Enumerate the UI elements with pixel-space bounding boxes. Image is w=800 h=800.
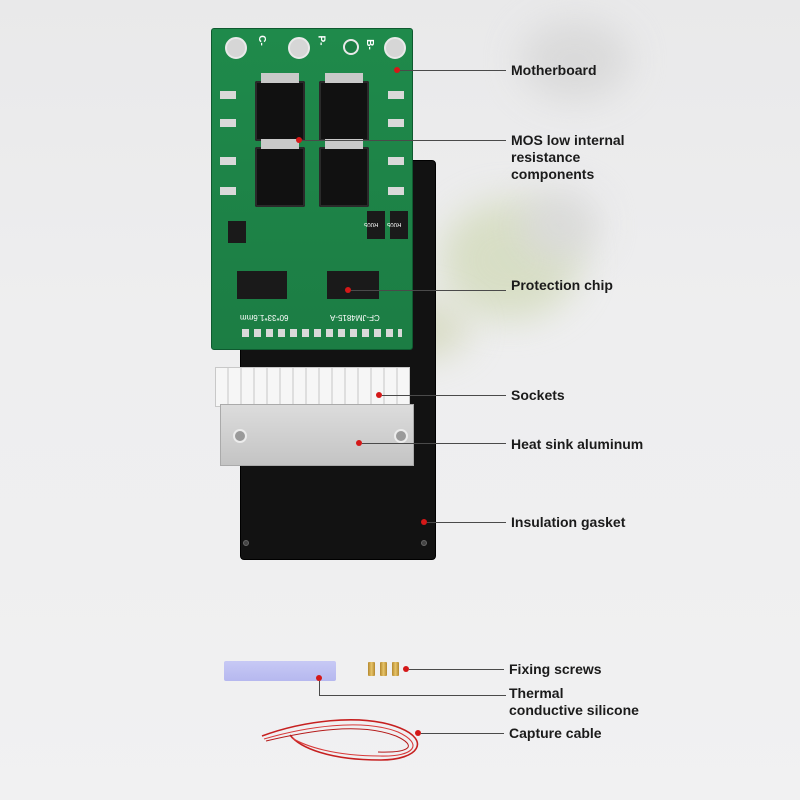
label-motherboard: Motherboard bbox=[511, 62, 597, 78]
label-heat-sink: Heat sink aluminum bbox=[511, 436, 644, 452]
label-fixing-screws: Fixing screws bbox=[509, 661, 602, 677]
balance-pad-row bbox=[242, 329, 402, 337]
fixing-screw bbox=[392, 662, 399, 676]
smd-component bbox=[220, 157, 236, 165]
heat-sink-aluminum bbox=[220, 404, 414, 466]
leader-silicone bbox=[319, 695, 506, 696]
mosfet bbox=[319, 73, 369, 141]
callout-dot-screws bbox=[403, 666, 409, 672]
heatsink-screw bbox=[233, 429, 247, 443]
thermal-silicone-pad bbox=[224, 661, 336, 681]
terminal-p-hole bbox=[288, 37, 310, 59]
callout-dot-protection bbox=[345, 287, 351, 293]
small-ic bbox=[228, 221, 246, 243]
leader-screws bbox=[409, 669, 504, 670]
terminal-mid-hole bbox=[343, 39, 359, 55]
terminal-b-label: B- bbox=[363, 39, 375, 50]
label-thermal-line1: Thermal bbox=[509, 685, 564, 701]
terminal-b-hole bbox=[384, 37, 406, 59]
shunt-resistor: R005 bbox=[387, 211, 408, 239]
balance-socket bbox=[215, 367, 410, 407]
leader-sockets bbox=[382, 395, 506, 396]
leader-heatsink bbox=[362, 443, 506, 444]
leader-cable bbox=[421, 733, 504, 734]
background-frame-blur bbox=[520, 190, 600, 260]
smd-component bbox=[388, 91, 404, 99]
smd-component bbox=[220, 91, 236, 99]
callout-dot-motherboard bbox=[394, 67, 400, 73]
shunt-label: R005 bbox=[364, 221, 379, 227]
terminal-c-hole bbox=[225, 37, 247, 59]
label-protection-chip: Protection chip bbox=[511, 277, 613, 293]
callout-dot-heatsink bbox=[356, 440, 362, 446]
mosfet bbox=[319, 139, 369, 207]
protection-chip bbox=[327, 271, 379, 299]
label-sockets: Sockets bbox=[511, 387, 565, 403]
label-mos-line1: MOS low internal bbox=[511, 132, 625, 148]
background-lamp-blur bbox=[520, 20, 630, 100]
label-mos-line2: resistance bbox=[511, 149, 581, 165]
leader-mos bbox=[302, 140, 506, 141]
callout-dot-gasket bbox=[421, 519, 427, 525]
smd-component bbox=[220, 119, 236, 127]
label-mos-line3: components bbox=[511, 166, 595, 182]
terminal-p-label: P- bbox=[315, 35, 327, 46]
smd-component bbox=[220, 187, 236, 195]
smd-component bbox=[388, 187, 404, 195]
shunt-resistor: R005 bbox=[364, 211, 385, 239]
board-silkscreen-size: 60*33*1.6mm bbox=[240, 313, 289, 322]
protection-chip bbox=[237, 271, 287, 299]
leader-silicone-vertical bbox=[319, 681, 320, 695]
callout-dot-silicone bbox=[316, 675, 322, 681]
label-insulation-gasket: Insulation gasket bbox=[511, 514, 626, 530]
leader-gasket bbox=[427, 522, 506, 523]
fixing-screw bbox=[368, 662, 375, 676]
terminal-c-label: C- bbox=[255, 35, 267, 46]
smd-component bbox=[388, 157, 404, 165]
label-thermal-line2: conductive silicone bbox=[509, 702, 639, 718]
callout-dot-cable bbox=[415, 730, 421, 736]
gasket-hole bbox=[421, 540, 427, 546]
leader-motherboard bbox=[400, 70, 506, 71]
mosfet bbox=[255, 139, 305, 207]
label-capture-cable: Capture cable bbox=[509, 725, 602, 741]
leader-protection bbox=[351, 290, 506, 291]
heatsink-screw bbox=[394, 429, 408, 443]
fixing-screw bbox=[380, 662, 387, 676]
pcb-motherboard: C- P- B- R005 R005 CF-JM4815-A 60*33*1.6… bbox=[211, 28, 413, 350]
callout-dot-mos bbox=[296, 137, 302, 143]
gasket-hole bbox=[243, 540, 249, 546]
mosfet bbox=[255, 73, 305, 141]
board-silkscreen-model: CF-JM4815-A bbox=[330, 313, 380, 322]
shunt-label: R005 bbox=[387, 221, 402, 227]
callout-dot-sockets bbox=[376, 392, 382, 398]
smd-component bbox=[388, 119, 404, 127]
